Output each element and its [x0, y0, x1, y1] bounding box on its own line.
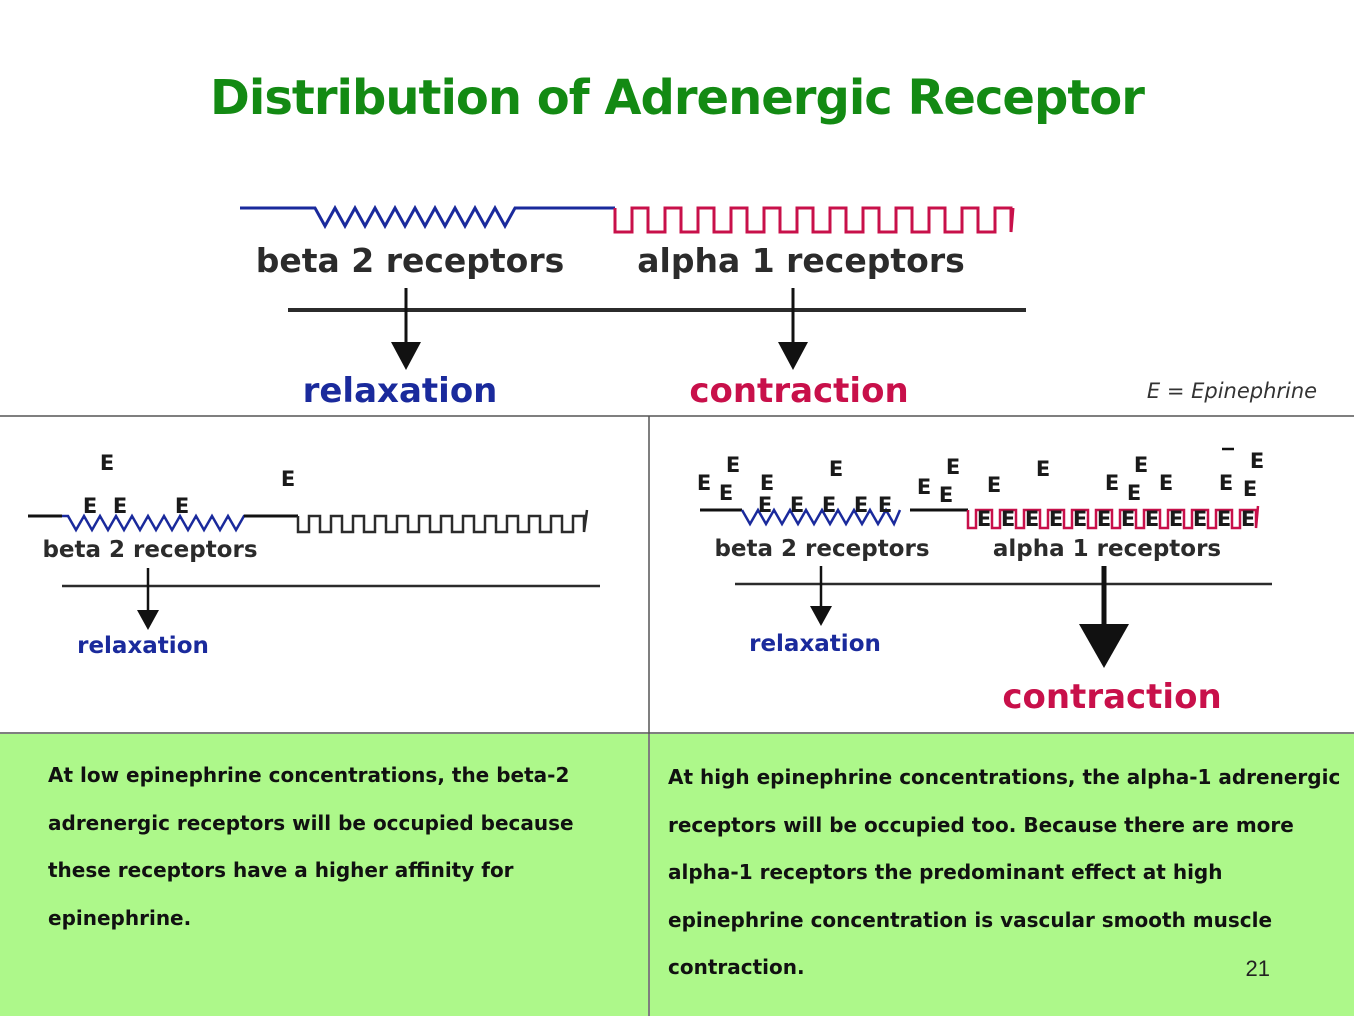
- top-beta2-receptor-wave: [240, 204, 615, 230]
- high-e-marker: E: [1073, 507, 1087, 531]
- high-e-marker: E: [1105, 471, 1119, 495]
- high-e-marker: E: [1193, 507, 1207, 531]
- high-e-marker: E: [697, 471, 711, 495]
- low-e-marker: E: [281, 467, 295, 491]
- epinephrine-legend: E = Epinephrine: [1147, 379, 1317, 403]
- high-e-marker: E: [854, 493, 868, 517]
- high-e-marker: E: [1001, 507, 1015, 531]
- high-e-marker: E: [1097, 507, 1111, 531]
- low-beta2-label: beta 2 receptors: [42, 537, 257, 563]
- high-concentration-text: At high epinephrine concentrations, the …: [668, 765, 1341, 979]
- high-e-marker: E: [719, 481, 733, 505]
- high-e-marker: E: [946, 455, 960, 479]
- top-contraction-label: contraction: [689, 371, 908, 411]
- high-contraction-label: contraction: [1002, 677, 1221, 717]
- top-contraction-arrowhead: [778, 342, 808, 370]
- high-e-marker: E: [977, 507, 991, 531]
- high-e-marker: E: [1159, 471, 1173, 495]
- high-e-marker: E: [1127, 481, 1141, 505]
- high-e-marker: E: [1217, 507, 1231, 531]
- high-e-marker: E: [987, 473, 1001, 497]
- high-relaxation-label: relaxation: [749, 631, 881, 657]
- high-contraction-arrowhead: [1079, 624, 1129, 668]
- top-alpha1-receptor-wave: [613, 206, 1015, 234]
- low-e-marker: E: [83, 494, 97, 518]
- low-relaxation-label: relaxation: [77, 633, 209, 659]
- top-beta2-label: beta 2 receptors: [256, 241, 565, 280]
- top-relaxation-arrowhead: [391, 342, 421, 370]
- high-e-marker: E: [939, 483, 953, 507]
- high-e-marker: E: [760, 471, 774, 495]
- low-e-marker: E: [100, 451, 114, 475]
- high-alpha1-receptor-wave: [966, 505, 1260, 530]
- high-e-marker: E: [790, 493, 804, 517]
- low-concentration-note: At low epinephrine concentrations, the b…: [0, 734, 648, 1016]
- high-e-marker: E: [1049, 507, 1063, 531]
- high-e-marker: E: [1134, 453, 1148, 477]
- high-e-marker: E: [1036, 457, 1050, 481]
- top-relaxation-label: relaxation: [303, 371, 498, 411]
- high-concentration-note: At high epinephrine concentrations, the …: [650, 734, 1354, 1016]
- low-concentration-text: At low epinephrine concentrations, the b…: [48, 763, 574, 930]
- low-beta2-receptor-wave: [28, 513, 298, 533]
- high-e-marker: E: [1121, 507, 1135, 531]
- high-e-marker: E: [1145, 507, 1159, 531]
- top-alpha1-label: alpha 1 receptors: [637, 241, 965, 280]
- high-e-marker: E: [829, 457, 843, 481]
- low-e-marker: E: [113, 494, 127, 518]
- high-e-marker: E: [1169, 507, 1183, 531]
- high-e-marker: E: [878, 493, 892, 517]
- high-beta2-receptor-wave: [740, 507, 902, 527]
- low-alpha1-receptor-wave: [296, 509, 589, 534]
- high-e-marker: E: [1243, 477, 1257, 501]
- high-e-marker: E: [822, 493, 836, 517]
- page-number: 21: [1245, 956, 1270, 981]
- high-e-marker: E: [1250, 449, 1264, 473]
- high-relaxation-arrowhead: [810, 606, 832, 626]
- high-alpha1-label: alpha 1 receptors: [993, 536, 1221, 562]
- high-e-marker: E: [1025, 507, 1039, 531]
- low-relaxation-arrowhead: [137, 610, 159, 630]
- slide-title: Distribution of Adrenergic Receptor: [210, 70, 1145, 126]
- high-beta2-label: beta 2 receptors: [714, 536, 929, 562]
- high-e-marker: E: [758, 493, 772, 517]
- low-e-marker: E: [175, 494, 189, 518]
- high-e-marker: E: [917, 475, 931, 499]
- high-e-marker: E: [726, 453, 740, 477]
- high-e-marker: E: [1241, 507, 1255, 531]
- high-e-marker: E: [1219, 471, 1233, 495]
